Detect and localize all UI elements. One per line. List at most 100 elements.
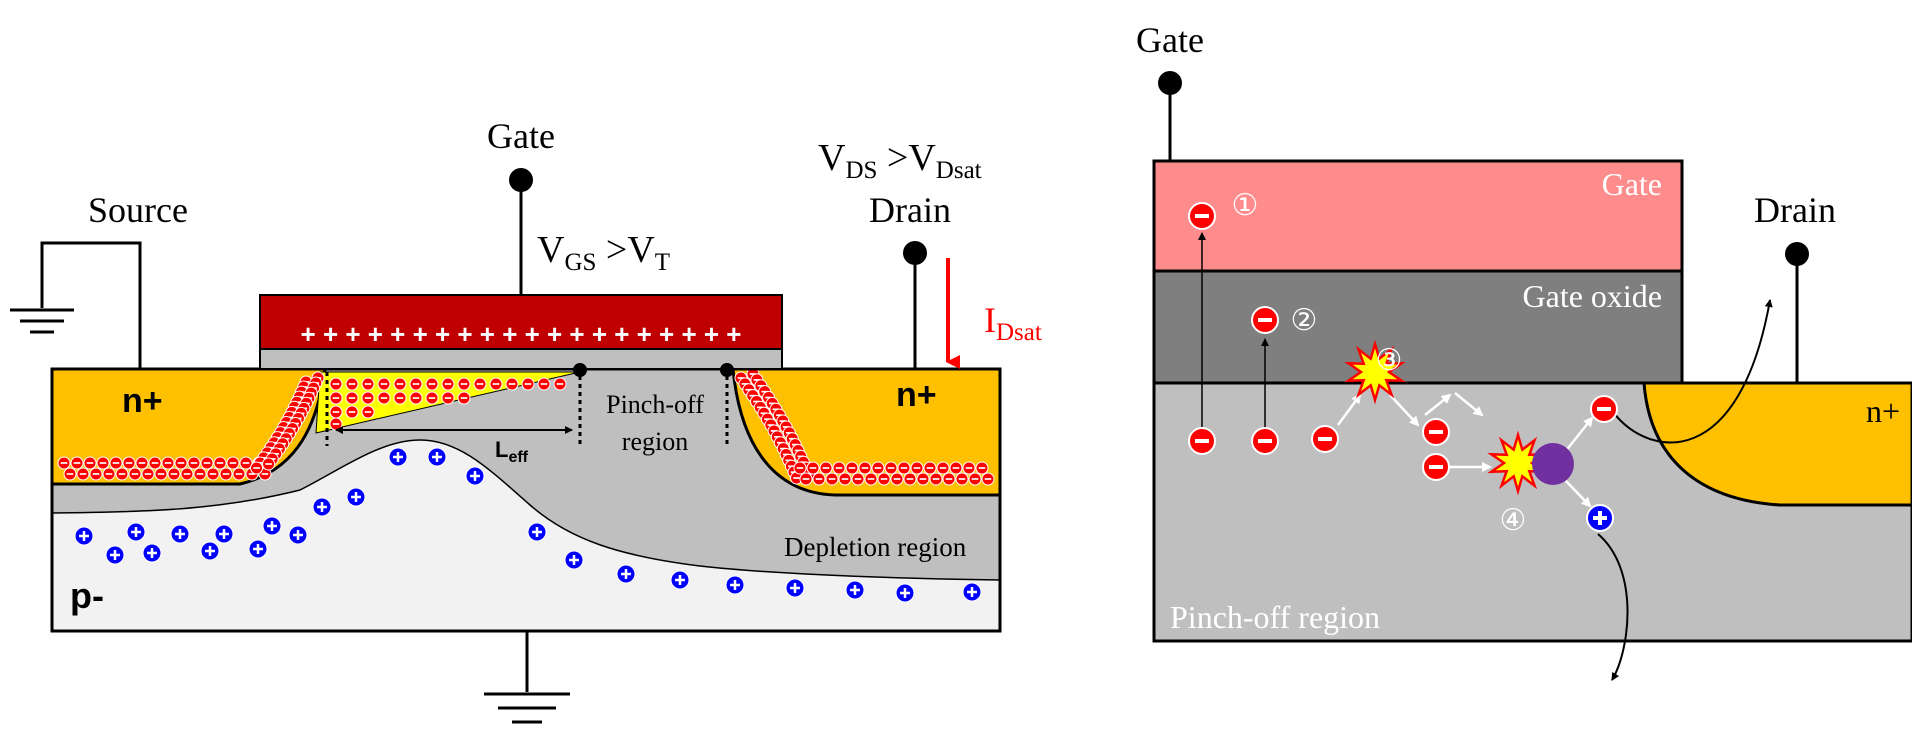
electron: [345, 377, 359, 391]
electron: [180, 467, 194, 481]
electron: [903, 472, 917, 486]
electron: [63, 467, 77, 481]
hole: [785, 578, 805, 598]
electron-cluster: [57, 369, 995, 486]
electron: [845, 461, 859, 475]
electron: [858, 461, 872, 475]
n-plus-label-left: n+: [122, 382, 163, 420]
impact-ionization-site: [1532, 443, 1574, 485]
vds-label: VDS >VDsat: [818, 137, 982, 184]
electron: [135, 456, 149, 470]
electron: [154, 467, 168, 481]
hole: [388, 447, 408, 467]
electron: [441, 391, 455, 405]
drain-label-right: Drain: [1754, 190, 1836, 230]
hole: [527, 522, 547, 542]
gate-label-right: Gate: [1136, 20, 1204, 60]
hole: [126, 522, 146, 542]
n-plus-region-drain: [1642, 381, 1912, 507]
electron: [219, 467, 233, 481]
electron: [537, 377, 551, 391]
hole: [262, 516, 282, 536]
electron: [975, 461, 989, 475]
hole: [895, 583, 915, 603]
hole: [962, 582, 982, 602]
electron: [968, 472, 982, 486]
drain-terminal-left: [903, 241, 927, 265]
electron: [96, 456, 110, 470]
electron: [393, 391, 407, 405]
pinch-off-point: [573, 363, 587, 377]
electron: [884, 461, 898, 475]
electron: [393, 377, 407, 391]
electron: [942, 472, 956, 486]
electron: [793, 461, 807, 475]
electron: [851, 472, 865, 486]
electron: [871, 461, 885, 475]
electron: [553, 377, 567, 391]
marker-3: ③: [1376, 344, 1403, 377]
electron: [377, 391, 391, 405]
hole-generated: [1586, 504, 1614, 532]
electron: [174, 456, 188, 470]
impact-burst-3: [1344, 339, 1406, 405]
electron: [910, 461, 924, 475]
electron: [489, 377, 503, 391]
electron-2: [1251, 306, 1279, 334]
electron: [329, 391, 343, 405]
n-plus-label-right: n+: [896, 376, 937, 414]
drain-label-left: Drain: [869, 190, 951, 230]
electron: [949, 461, 963, 475]
electron: [457, 377, 471, 391]
electron: [226, 456, 240, 470]
electron: [193, 467, 207, 481]
electron: [115, 467, 129, 481]
electron: [345, 391, 359, 405]
idsat-label: IDsat: [984, 300, 1042, 346]
hole: [465, 466, 485, 486]
gate-terminal-left: [509, 168, 533, 192]
hole: [288, 525, 308, 545]
drain-edge-point: [720, 363, 734, 377]
hole: [427, 447, 447, 467]
electron: [83, 456, 97, 470]
leff-label: Leff: [495, 437, 529, 466]
electron: [262, 457, 276, 471]
marker-2: ②: [1291, 304, 1318, 337]
electron-substrate-1: [1188, 427, 1216, 455]
electron: [923, 461, 937, 475]
electron: [89, 467, 103, 481]
gate-terminal-right: [1158, 71, 1182, 95]
hole: [248, 539, 268, 559]
hole: [346, 487, 366, 507]
electron: [128, 467, 142, 481]
hole-cluster: [74, 447, 982, 603]
electron-generated: [1590, 395, 1618, 423]
electron: [102, 467, 116, 481]
hole: [105, 545, 125, 565]
electron: [213, 456, 227, 470]
hole: [74, 526, 94, 546]
electron-1: [1188, 202, 1216, 230]
electron: [521, 377, 535, 391]
electron: [457, 391, 471, 405]
electron: [819, 461, 833, 475]
gate-electrode-left: [259, 294, 783, 350]
electron: [936, 461, 950, 475]
electron: [206, 467, 220, 481]
electron: [929, 472, 943, 486]
electron: [955, 472, 969, 486]
electron: [187, 456, 201, 470]
electron: [425, 377, 439, 391]
source-label: Source: [88, 190, 188, 230]
electron: [232, 467, 246, 481]
electron: [505, 377, 519, 391]
p-minus-label: p-: [70, 575, 104, 616]
gate-oxide-left: [259, 348, 783, 370]
electron: [329, 405, 343, 419]
electron: [76, 467, 90, 481]
n-plus-label-drain: n+: [1866, 393, 1900, 429]
pinch-off-label-right: Pinch-off region: [1170, 599, 1380, 635]
depletion-region-label: Depletion region: [784, 532, 967, 562]
